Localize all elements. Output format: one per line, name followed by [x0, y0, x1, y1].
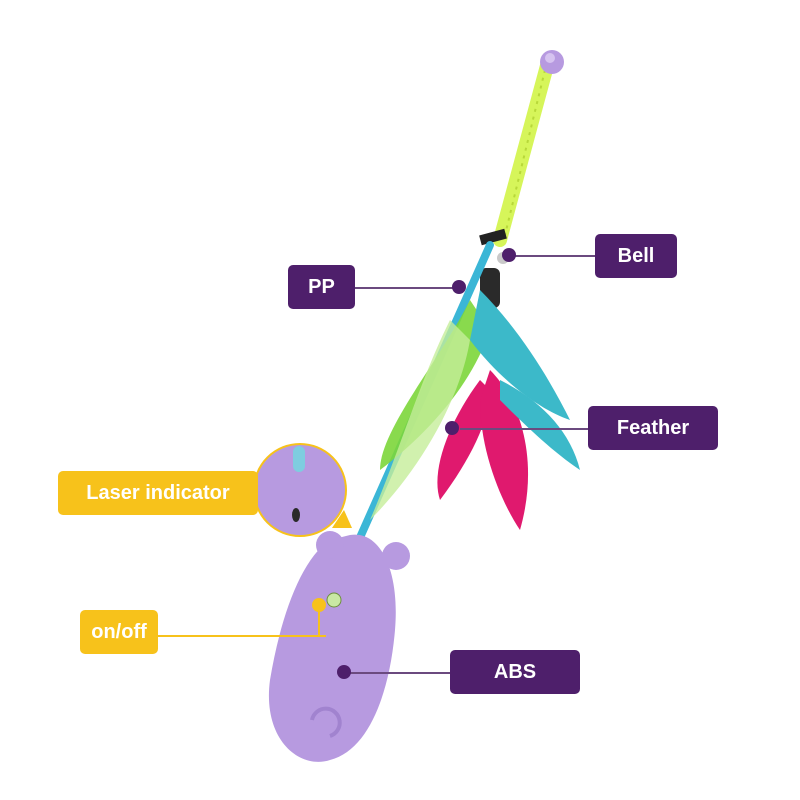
feather-label: Feather: [588, 406, 718, 450]
pp-label: PP: [288, 265, 355, 309]
on-off-label: on/off: [80, 610, 158, 654]
laser-indicator-label: Laser indicator: [58, 471, 258, 515]
feather-marker-dot: [445, 421, 459, 435]
bell-leader-line: [510, 255, 595, 257]
on-off-leader-line: [158, 635, 326, 637]
on-off-marker-dot: [312, 598, 326, 612]
abs-marker-dot: [337, 665, 351, 679]
pp-leader-line: [355, 287, 460, 289]
bell-label: Bell: [595, 234, 677, 278]
bell-marker-dot: [502, 248, 516, 262]
pp-marker-dot: [452, 280, 466, 294]
abs-leader-line: [345, 672, 450, 674]
feather-leader-line: [460, 428, 588, 430]
abs-label: ABS: [450, 650, 580, 694]
on-off-leader-line-vertical: [318, 605, 320, 636]
